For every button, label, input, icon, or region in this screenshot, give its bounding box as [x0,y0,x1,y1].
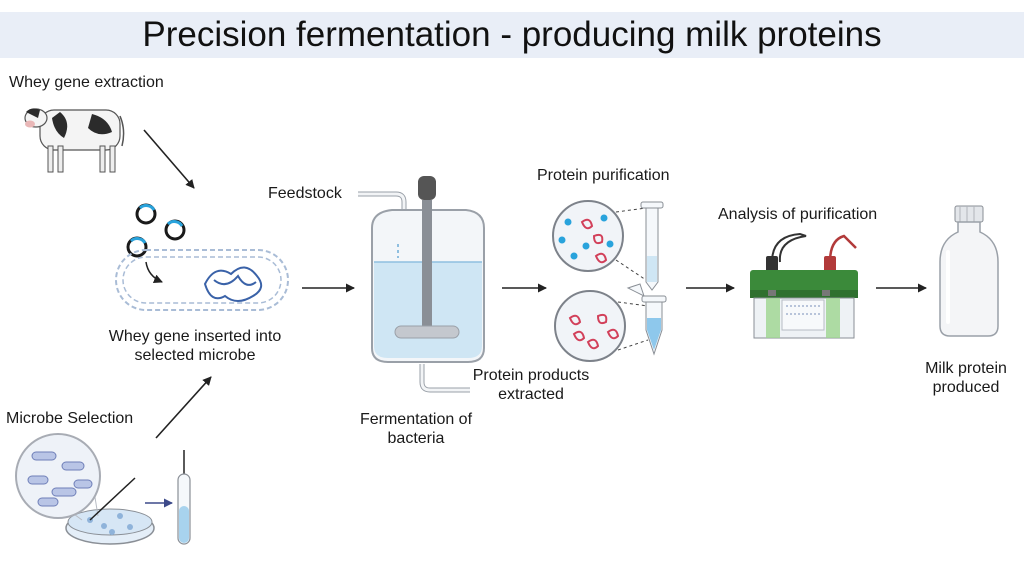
label-fermentation: Fermentation of bacteria [336,410,496,448]
arrow-selection-to-cell [155,376,212,439]
label-protein-products: Protein products extracted [456,366,606,404]
microbe-cell-icon [115,249,289,311]
label-analysis-of-purification: Analysis of purification [718,206,878,223]
centrifuge-column-icon [626,201,667,356]
label-microbe-selection: Microbe Selection [6,410,134,427]
label-milk-protein: Milk protein produced [908,359,1024,397]
label-protein-purification: Protein purification [537,167,670,184]
plasmid-icon [126,203,186,283]
label-line: bacteria [387,430,445,447]
label-line: selected microbe [134,347,256,364]
arrow-cow-to-plasmid [143,129,195,189]
label-line: extracted [498,386,564,403]
label-line: Fermentation of [359,411,473,428]
magnifier-icon [15,433,136,521]
petri-dish-icon [65,508,155,545]
title-banner [0,12,1024,58]
magnifier-icon [552,200,649,362]
gel-electrophoresis-icon [750,232,858,339]
test-tube-icon [177,450,191,545]
bioreactor-icon [358,176,485,393]
label-whey-gene-inserted: Whey gene inserted into selected microbe [95,327,295,365]
label-whey-gene-extraction: Whey gene extraction [9,74,164,91]
label-line: produced [932,379,1000,396]
label-line: Milk protein [925,360,1007,377]
label-feedstock: Feedstock [268,185,342,202]
milk-bottle-icon [939,205,999,337]
label-line: Protein products [472,367,590,384]
label-line: Whey gene inserted into [108,328,282,345]
page-title: Precision fermentation - producing milk … [142,15,882,54]
cow-icon [24,108,125,173]
